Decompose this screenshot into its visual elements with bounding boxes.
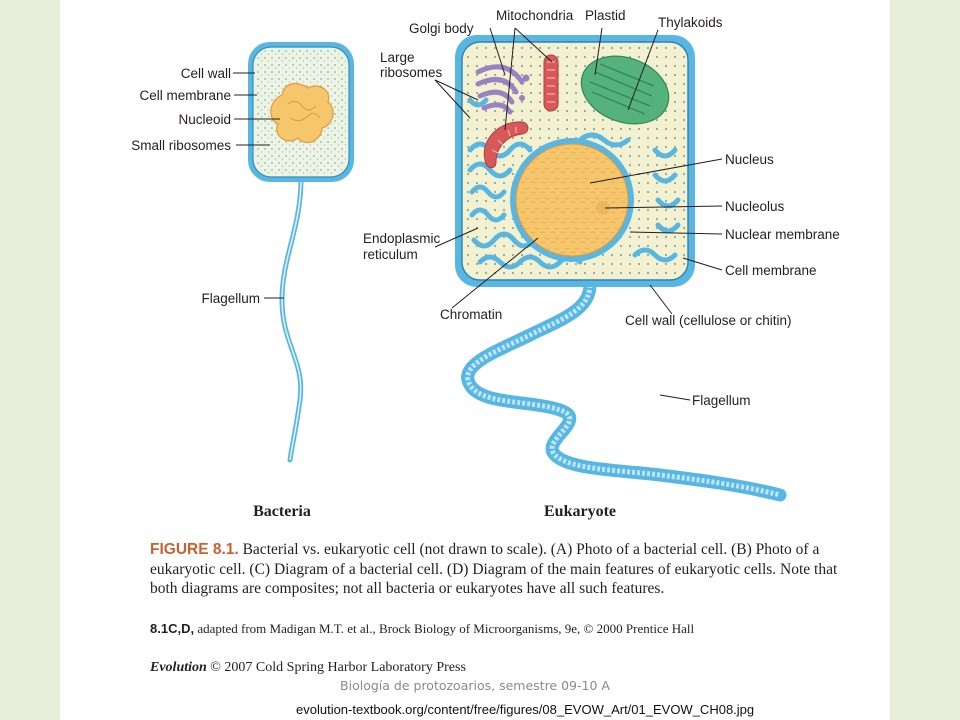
endoplasmic-reticulum [467, 97, 681, 270]
golgi-body [475, 64, 530, 115]
label-cell-wall: Cell wall [181, 66, 231, 81]
label-large-ribosomes-line1: Large [380, 50, 415, 65]
bacteria-title: Bacteria [253, 503, 311, 520]
label-large-ribosomes-line2: ribosomes [380, 65, 443, 80]
label-bacterial-flagellum: Flagellum [201, 291, 260, 306]
source-url: evolution-textbook.org/content/free/figu… [296, 702, 755, 717]
slide-footer: Biología de protozoarios, semestre 09-10… [340, 678, 610, 693]
nucleus [510, 138, 634, 262]
copyright-book: Evolution [150, 660, 207, 675]
figure-caption: FIGURE 8.1. Bacterial vs. eukaryotic cel… [150, 540, 850, 599]
slide: Cell wall Cell membrane Nucleoid Small r… [60, 0, 890, 720]
caption-text: Bacterial vs. eukaryotic cell (not drawn… [150, 541, 838, 597]
mitochondrion [543, 54, 559, 112]
plastid [580, 55, 670, 125]
copyright-text: © 2007 Cold Spring Harbor Laboratory Pre… [210, 660, 466, 675]
nucleolus [596, 201, 610, 215]
label-eukaryote-cell-wall: Cell wall (cellulose or chitin) [625, 313, 792, 328]
label-thylakoids: Thylakoids [658, 15, 723, 30]
label-endoplasmic-line2: reticulum [363, 247, 418, 262]
mitochondrion [483, 121, 529, 169]
bacterial-flagellum [279, 179, 304, 463]
figure-label: FIGURE 8.1. [150, 541, 239, 558]
cell-diagram: Cell wall Cell membrane Nucleoid Small r… [131, 8, 840, 520]
label-mitochondria: Mitochondria [496, 8, 574, 23]
credit-text: adapted from Madigan M.T. et al., Brock … [197, 621, 695, 636]
credit-ref: 8.1C,D, [150, 621, 195, 636]
label-eukaryote-flagellum: Flagellum [692, 393, 751, 408]
label-eukaryote-cell-membrane: Cell membrane [725, 263, 817, 278]
label-nucleolus: Nucleolus [725, 199, 785, 214]
label-small-ribosomes: Small ribosomes [131, 138, 231, 153]
label-nucleus: Nucleus [725, 152, 774, 167]
nucleoid [270, 83, 334, 143]
label-plastid: Plastid [585, 8, 626, 23]
bacterial-cell [248, 42, 354, 463]
label-cell-membrane: Cell membrane [139, 88, 231, 103]
label-golgi-body: Golgi body [409, 21, 474, 36]
label-nuclear-membrane: Nuclear membrane [725, 227, 840, 242]
eukaryotic-cell [455, 35, 787, 502]
label-chromatin: Chromatin [440, 307, 502, 322]
label-endoplasmic-line1: Endoplasmic [363, 231, 441, 246]
figure-credit: 8.1C,D, adapted from Madigan M.T. et al.… [150, 621, 870, 637]
eukaryote-title: Eukaryote [544, 503, 616, 520]
copyright: Evolution © 2007 Cold Spring Harbor Labo… [150, 660, 466, 676]
label-nucleoid: Nucleoid [178, 112, 231, 127]
thylakoids [589, 63, 655, 115]
